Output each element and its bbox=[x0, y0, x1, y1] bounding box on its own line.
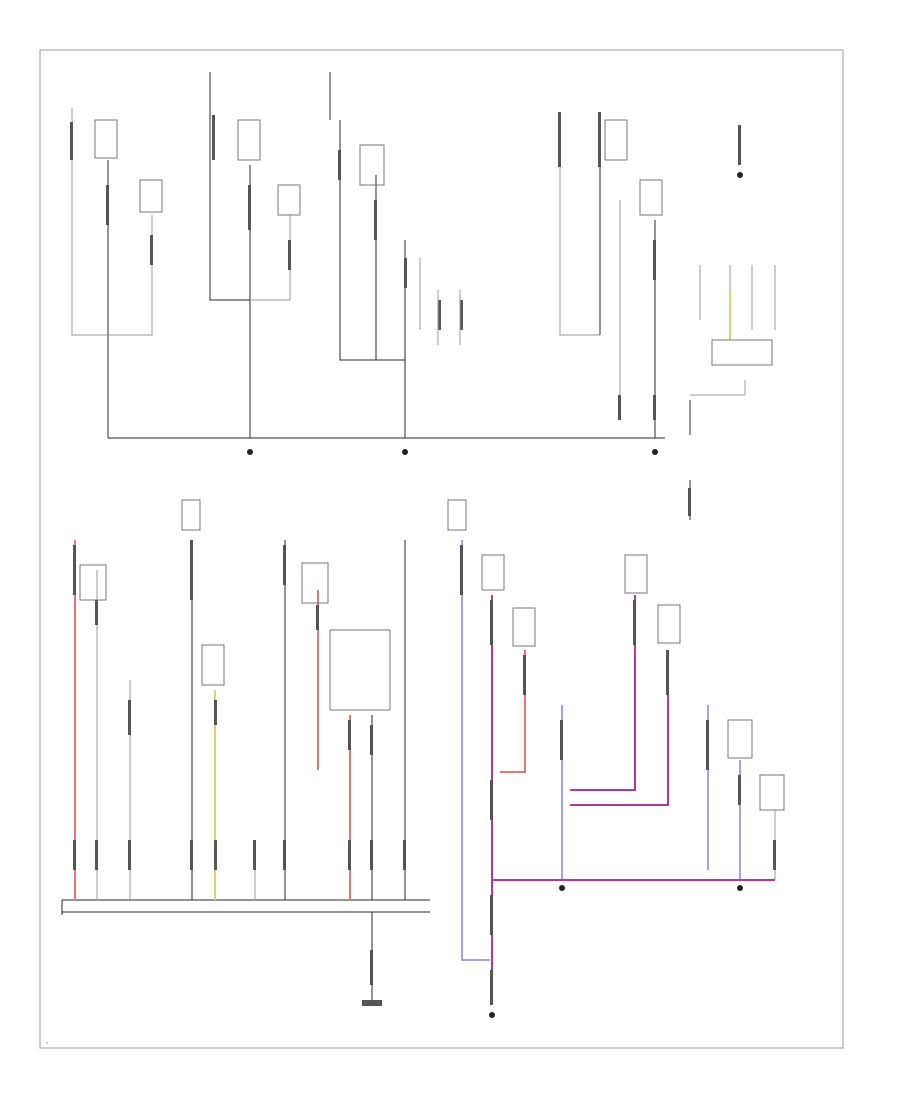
diagram-frame bbox=[39, 49, 844, 1049]
upper-section bbox=[70, 72, 776, 520]
lower-right-section bbox=[460, 540, 785, 1018]
footer-mark: x bbox=[46, 1041, 48, 1045]
lower-left-section bbox=[61, 499, 467, 1006]
